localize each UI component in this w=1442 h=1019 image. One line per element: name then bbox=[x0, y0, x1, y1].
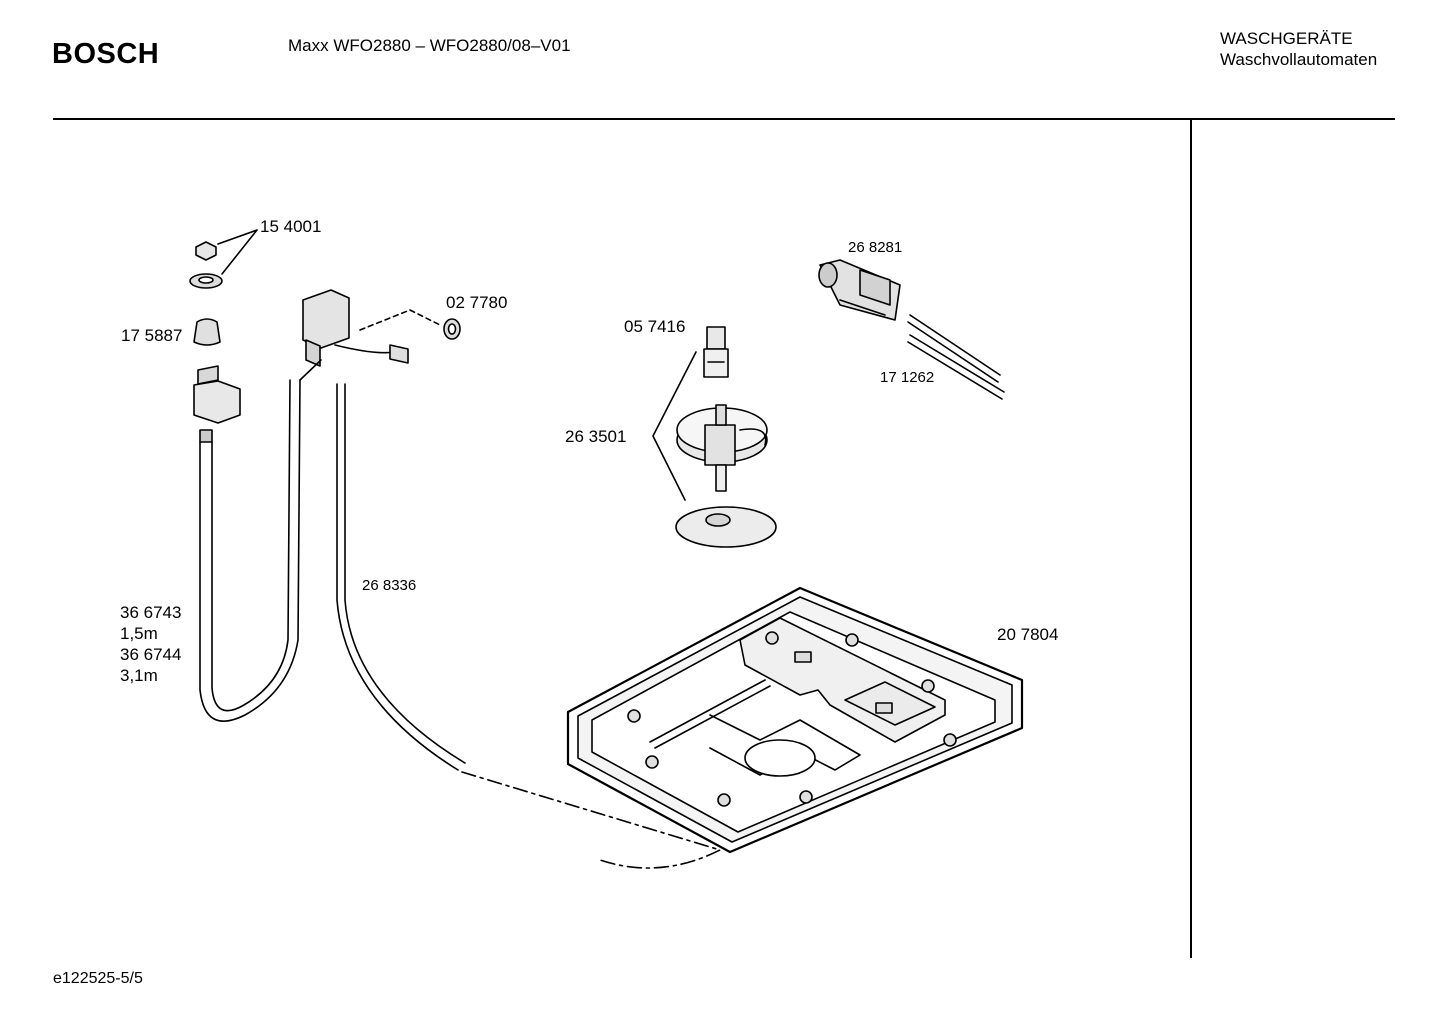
hose-cap-part bbox=[193, 318, 221, 346]
part-label-263501: 26 3501 bbox=[565, 427, 627, 446]
switch-part bbox=[703, 326, 729, 378]
part-label-length-2: 3,1m bbox=[120, 666, 158, 685]
pressure-switch-part bbox=[818, 259, 901, 321]
part-label-268336: 26 8336 bbox=[362, 577, 417, 594]
part-label-268281: 26 8281 bbox=[848, 239, 903, 256]
part-label-057416: 05 7416 bbox=[624, 317, 686, 336]
model-title: Maxx WFO2880 – WFO2880/08–V01 bbox=[288, 36, 571, 55]
part-label-207804: 20 7804 bbox=[997, 625, 1059, 644]
bosch-logo: BOSCH bbox=[52, 38, 160, 70]
part-label-171262: 17 1262 bbox=[880, 369, 935, 386]
category-subtitle: Waschvollautomaten bbox=[1220, 50, 1378, 69]
part-label-027780: 02 7780 bbox=[446, 293, 508, 312]
part-label-154001: 15 4001 bbox=[260, 217, 322, 236]
part-label-366744: 36 6744 bbox=[120, 645, 182, 664]
cap-nut-part bbox=[189, 229, 258, 289]
document-id: e122525-5/5 bbox=[53, 970, 143, 987]
category-title: WASCHGERÄTE bbox=[1220, 29, 1353, 48]
base-plate-part bbox=[566, 586, 1024, 854]
rod-pair-part bbox=[907, 314, 1005, 400]
part-label-366743: 36 6743 bbox=[120, 603, 182, 622]
part-label-length-1: 1,5m bbox=[120, 624, 158, 643]
drain-tube-part bbox=[336, 383, 721, 869]
water-valve-part bbox=[299, 289, 441, 381]
part-label-175887: 17 5887 bbox=[121, 326, 183, 345]
float-assembly-part bbox=[652, 351, 777, 548]
inlet-hose-part bbox=[193, 365, 301, 722]
